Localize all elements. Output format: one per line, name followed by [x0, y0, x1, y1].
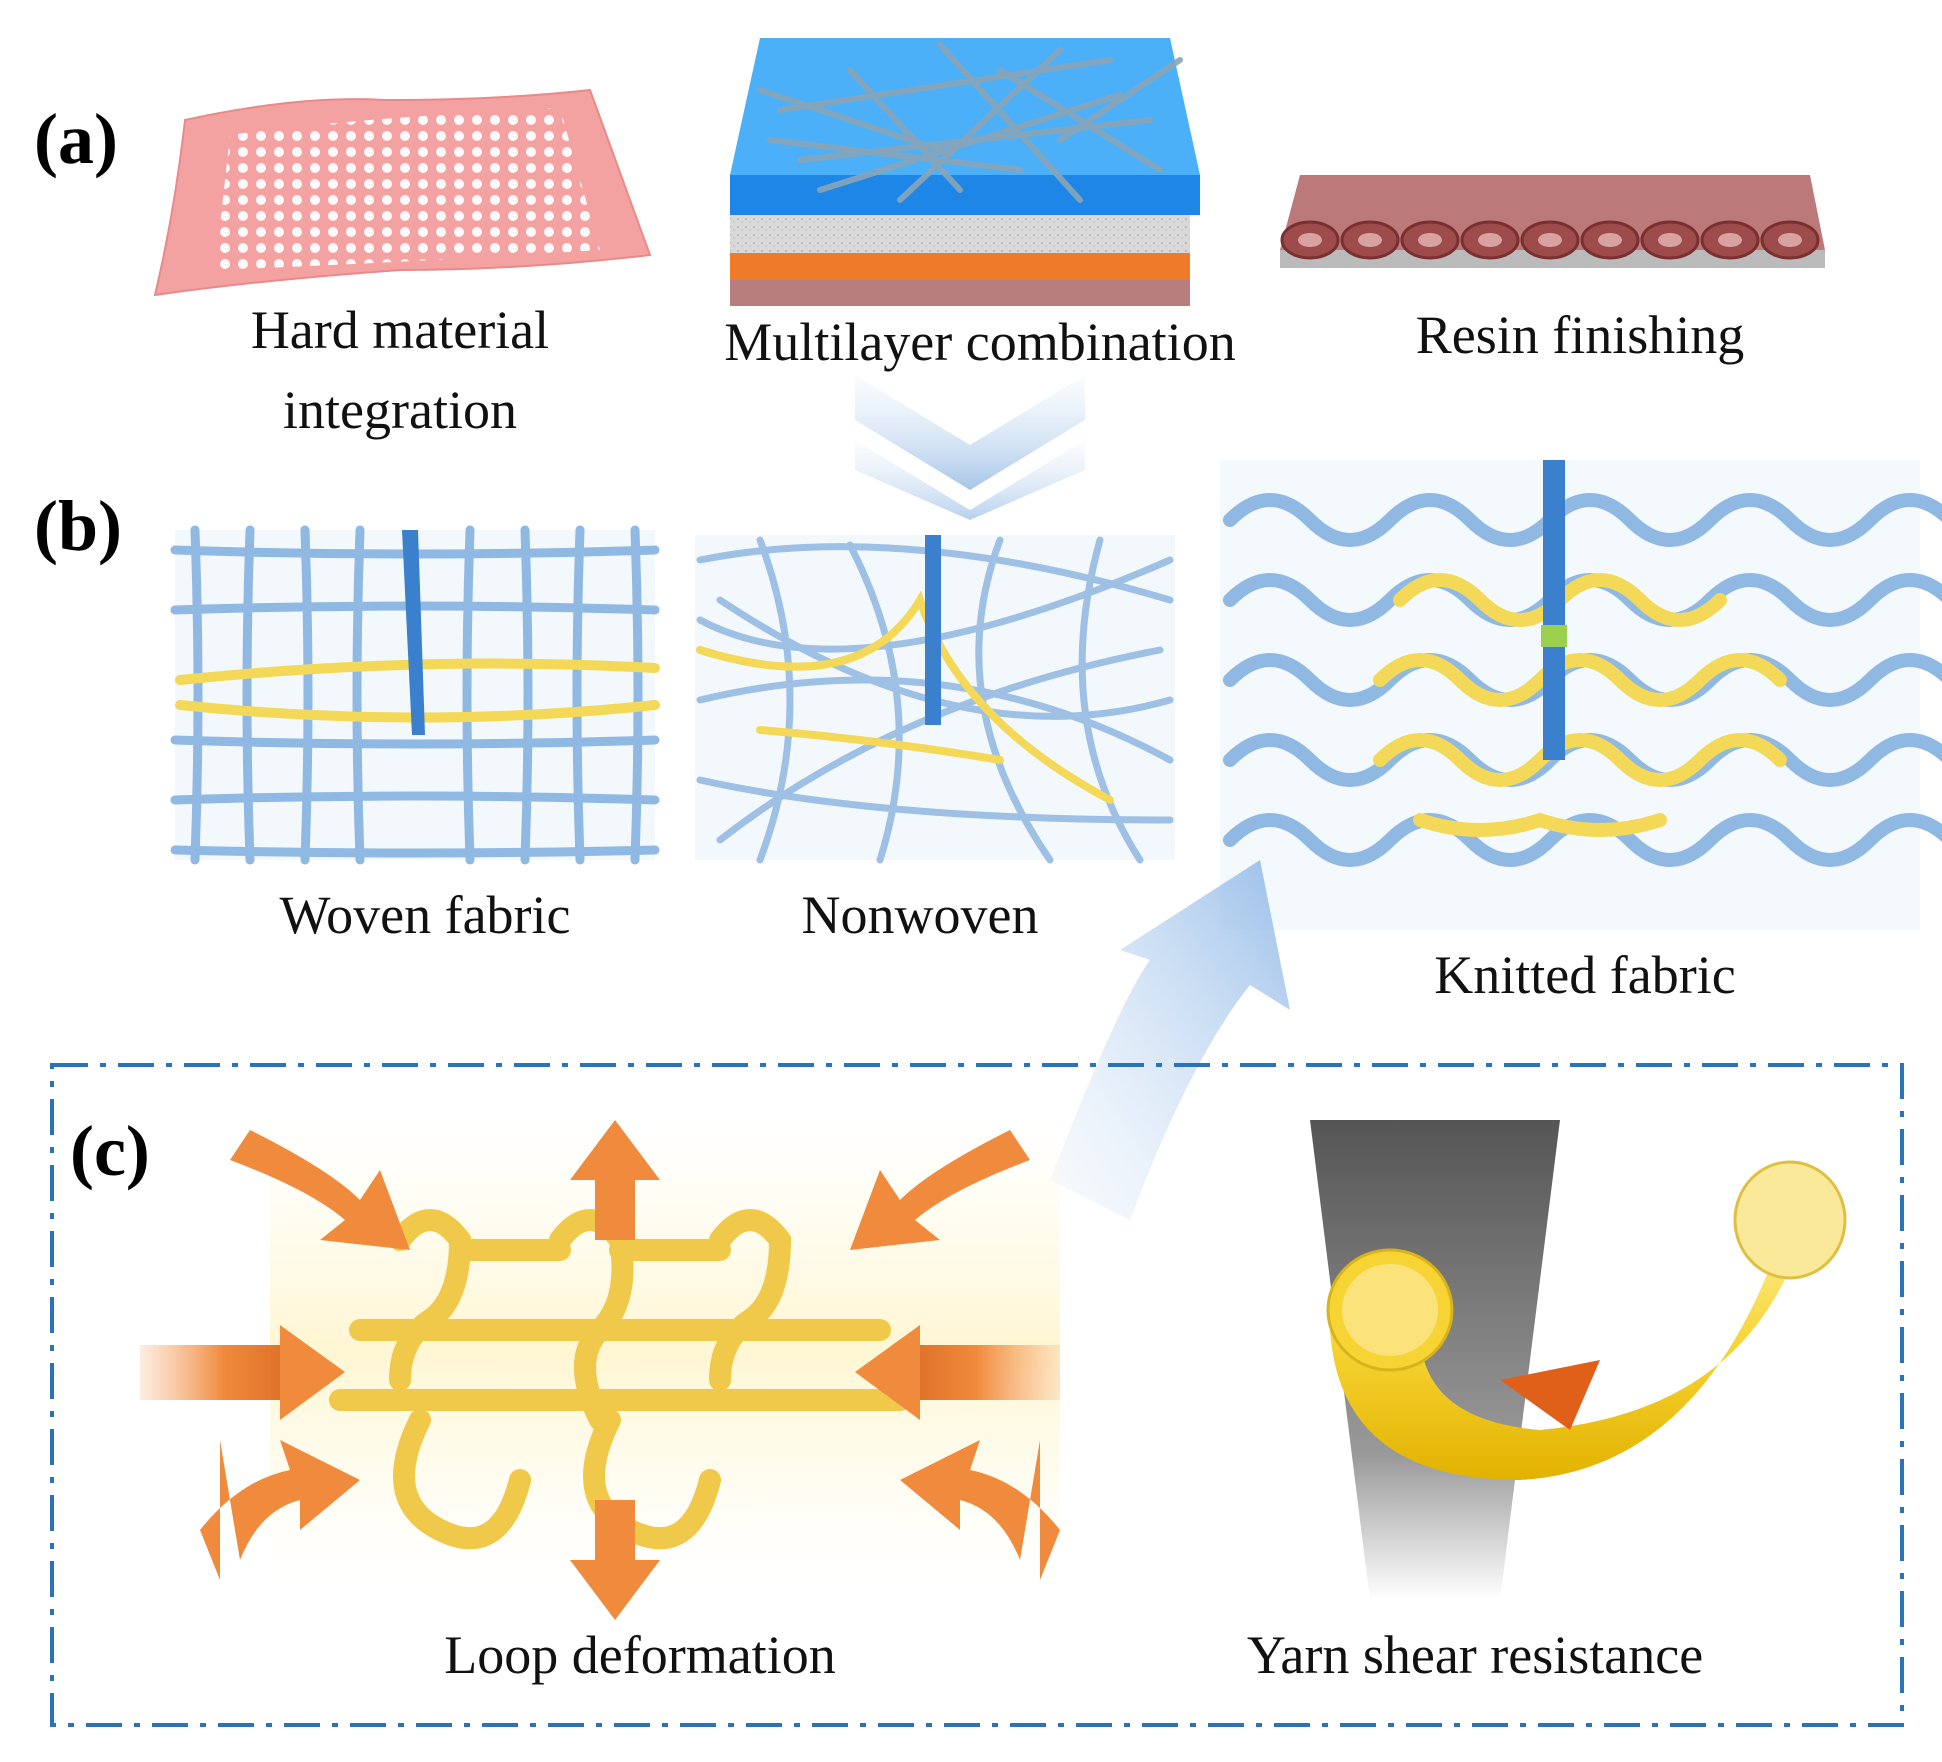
label-nonwoven: Nonwoven — [801, 885, 1039, 945]
label-hard-material-line2: integration — [283, 380, 517, 440]
label-resin: Resin finishing — [1415, 305, 1745, 365]
layered-block-icon — [730, 38, 1200, 306]
label-multilayer: Multilayer combination — [724, 312, 1236, 372]
loops-with-force-arrows-icon — [140, 1120, 1060, 1620]
perforated-sheet-icon — [153, 88, 652, 297]
label-loop-deformation: Loop deformation — [444, 1625, 836, 1685]
label-knitted: Knitted fabric — [1434, 945, 1736, 1005]
panel-c-letter: (c) — [70, 1111, 150, 1191]
blade-on-yarn-icon — [1310, 1120, 1847, 1600]
label-woven: Woven fabric — [279, 885, 571, 945]
panel-b-letter: (b) — [34, 486, 122, 566]
arrow-up-icon — [1050, 860, 1290, 1220]
panel-a-letter: (a) — [34, 99, 118, 179]
panel-c-frame — [50, 1063, 1904, 1727]
chevron-down-icon — [855, 375, 1085, 520]
random-fiber-web-icon — [695, 535, 1175, 864]
woven-grid-icon — [170, 525, 660, 865]
coated-yarn-sheet-icon — [1280, 175, 1825, 268]
label-yarn-shear: Yarn shear resistance — [1246, 1625, 1704, 1685]
knit-loops-icon — [1220, 460, 1942, 930]
label-hard-material-line1: Hard material — [250, 300, 550, 360]
